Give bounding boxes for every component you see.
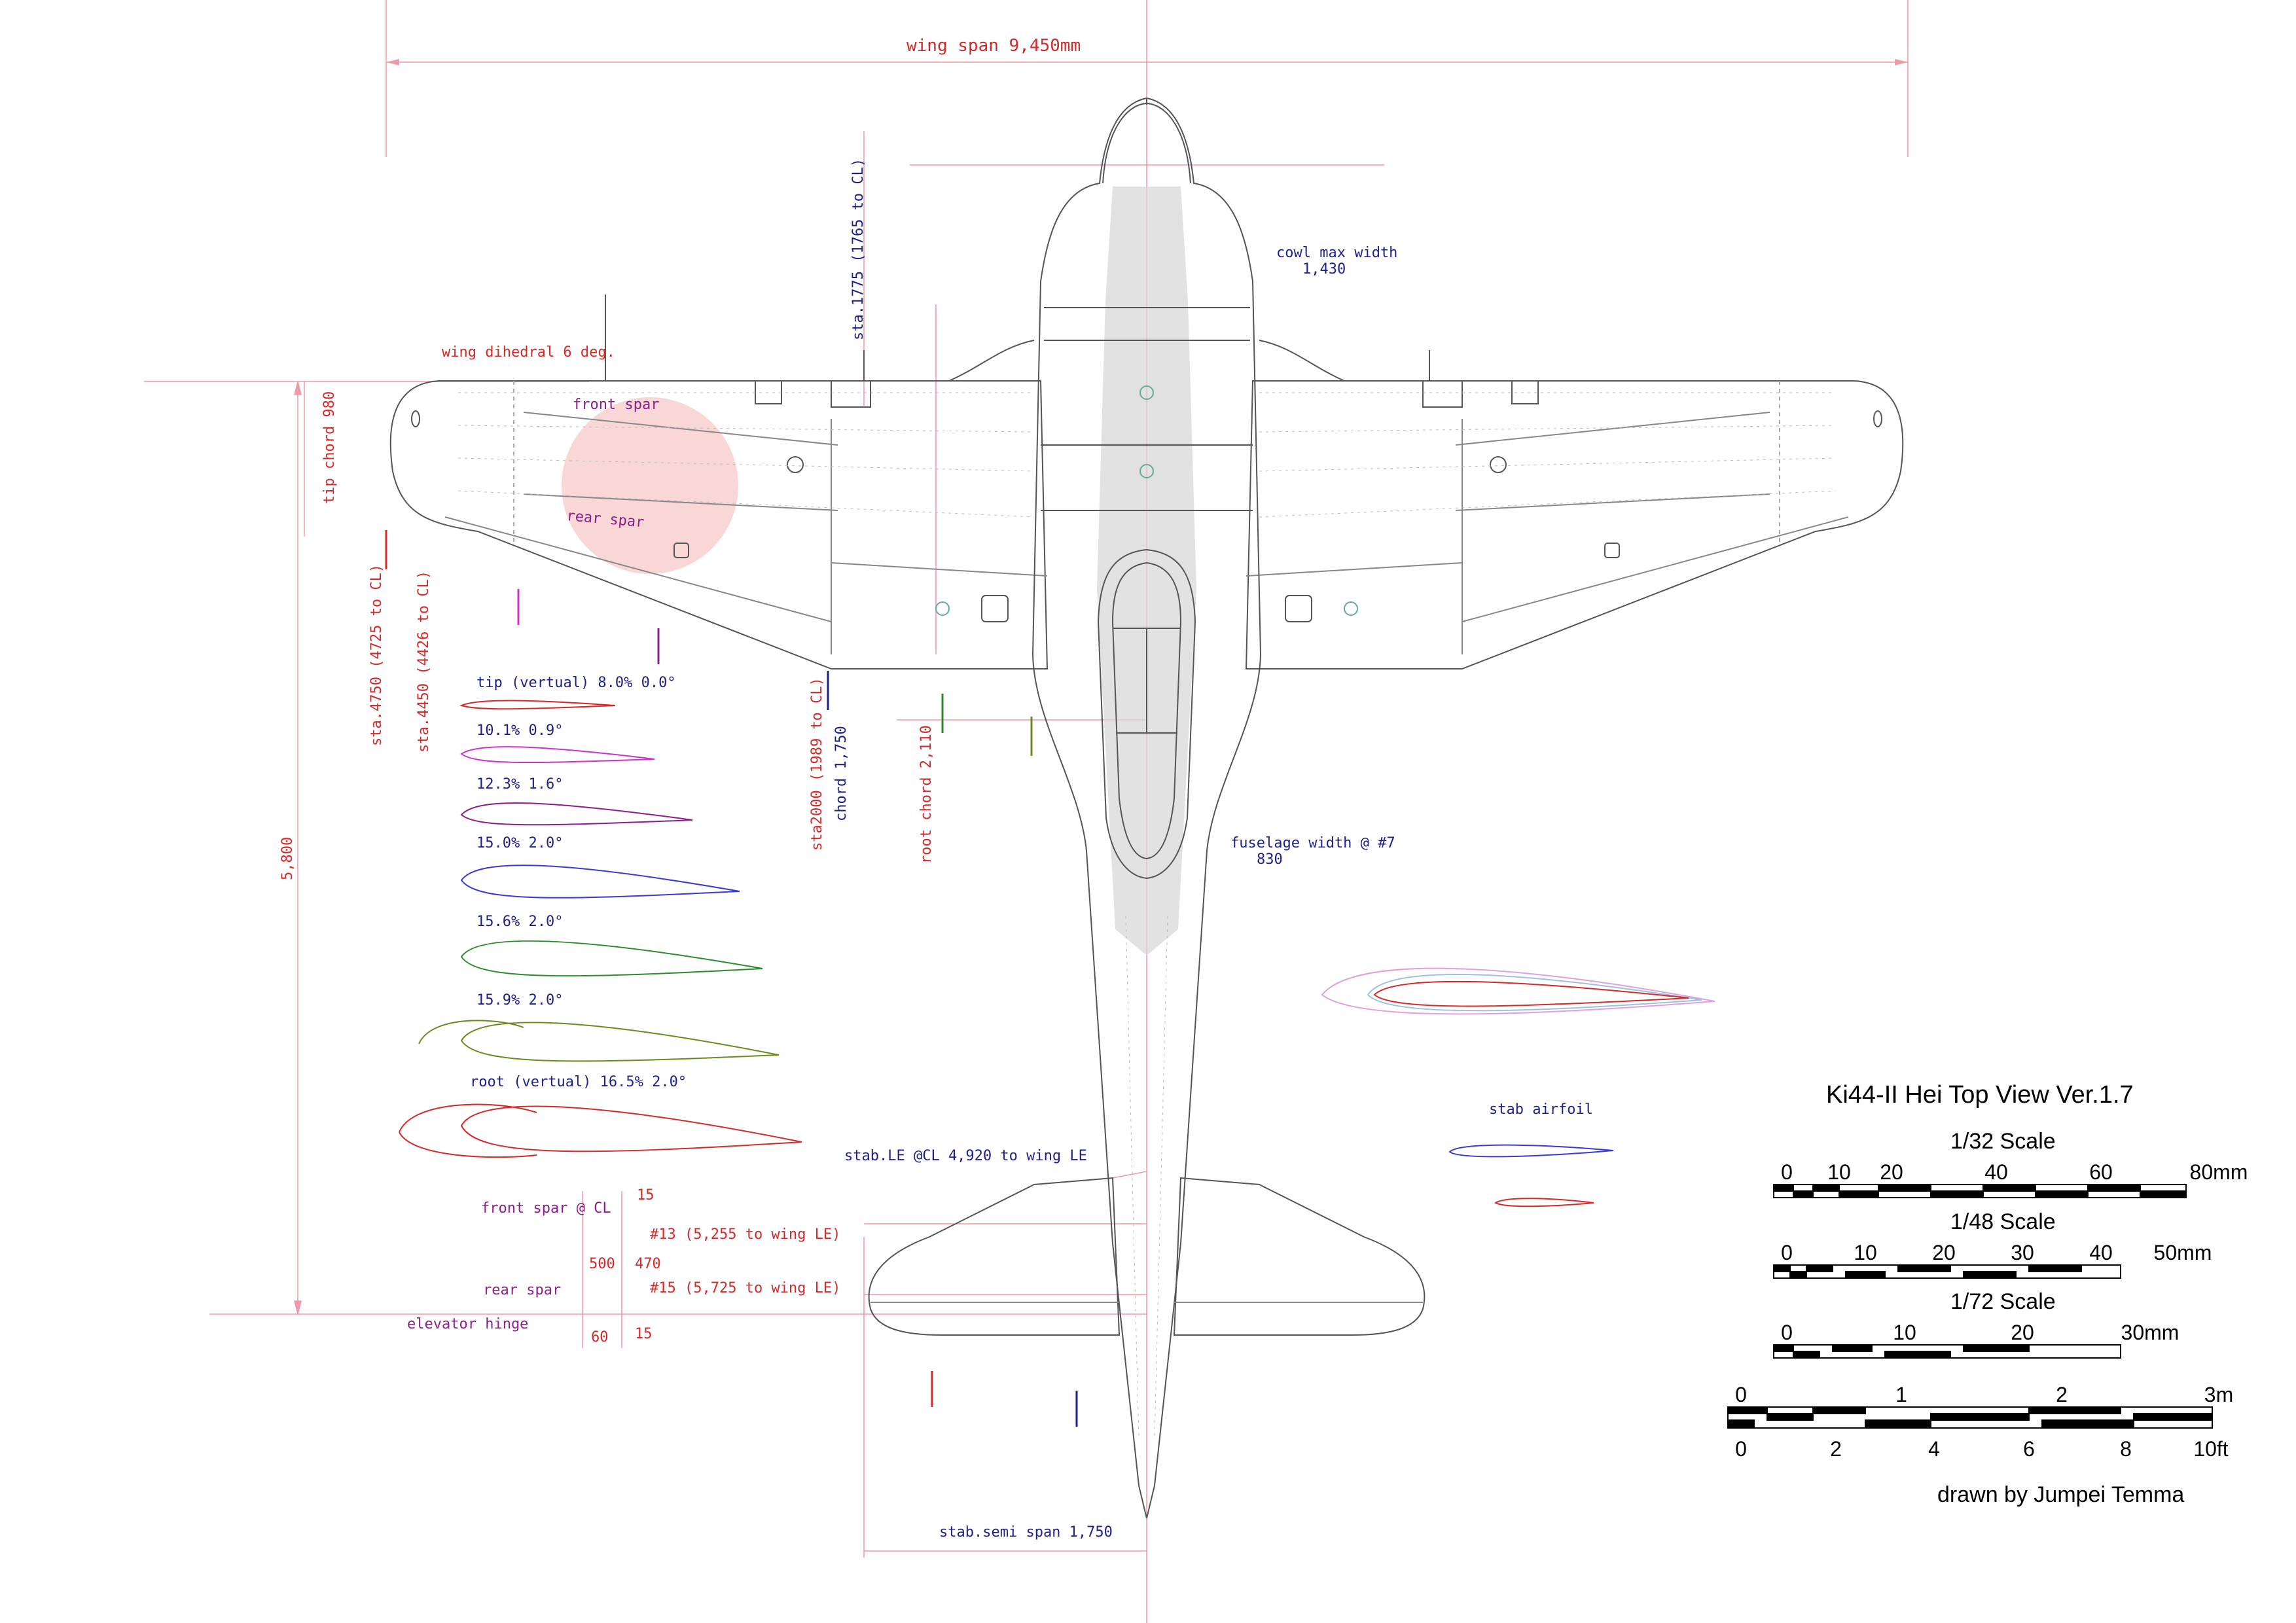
station-markers: [385, 530, 1078, 1427]
airfoil-sections: [399, 700, 1715, 1207]
airfoil-3: [460, 802, 693, 826]
reference-lines: [144, 0, 1909, 1623]
labels: wing span 9,450mm cowl max width 1,430 w…: [279, 36, 1593, 1541]
dim-15-bottom: 15: [635, 1326, 653, 1342]
stab-airfoil-2: [1494, 1198, 1594, 1207]
imperial-tick-0: 0: [1735, 1437, 1747, 1461]
front-spar-label: front spar: [573, 397, 659, 413]
aircraft-plan-view: [389, 97, 1904, 1519]
roundel: [562, 397, 738, 574]
front-spar-cl-label: front spar @ CL: [481, 1200, 611, 1217]
scale-1-32-tick-5: 80mm: [2190, 1160, 2248, 1184]
airfoil-label-6: 15.9% 2.0°: [476, 992, 563, 1008]
metric-tick-2: 2: [2056, 1383, 2068, 1406]
airfoil-label-4: 15.0% 2.0°: [476, 835, 563, 851]
scale-1-48-tick-0: 0: [1781, 1241, 1793, 1264]
tip-chord-label: tip chord 980: [321, 391, 338, 504]
airfoil-2: [460, 746, 655, 764]
airfoil-tip: [459, 700, 616, 710]
fuselage-width-value: 830: [1257, 851, 1283, 868]
scale-1-48-title: 1/48 Scale: [1950, 1209, 2056, 1234]
scale-1-32-tick-3: 40: [1984, 1160, 2008, 1184]
rivet-lines: [457, 392, 1836, 1440]
scale-1-32-tick-2: 20: [1880, 1160, 1903, 1184]
wing-span-label: wing span 9,450mm: [906, 36, 1081, 56]
imperial-tick-5: 10ft: [2193, 1437, 2228, 1461]
metric-tick-3: 3m: [2204, 1383, 2233, 1406]
wing-dihedral-label: wing dihedral 6 deg.: [442, 344, 615, 361]
scale-1-48-tick-5: 50mm: [2154, 1241, 2212, 1264]
cowl-shade: [1097, 187, 1196, 955]
stab-airfoil-1: [1448, 1144, 1614, 1158]
cowl-width-label: cowl max width: [1276, 245, 1397, 261]
airfoil-label-3: 12.3% 1.6°: [476, 776, 563, 793]
imperial-tick-4: 8: [2120, 1437, 2132, 1461]
stab-semi-span-label: stab.semi span 1,750: [939, 1524, 1113, 1541]
airfoil-root: [460, 1105, 802, 1152]
scale-bars: [1727, 1184, 2213, 1429]
drawing-title: Ki44-II Hei Top View Ver.1.7: [1826, 1081, 2134, 1109]
starboard-wing: [1245, 380, 1904, 669]
starboard-stabilizer: [1173, 1177, 1426, 1336]
sta4750-label: sta.4750 (4725 to CL): [368, 564, 385, 746]
dim-470: 470: [635, 1256, 661, 1272]
scale-1-48-tick-4: 40: [2089, 1241, 2113, 1264]
scale-1-72-tick-3: 30mm: [2121, 1321, 2179, 1344]
dim-15-top: 15: [637, 1187, 655, 1204]
canopy: [1097, 548, 1196, 880]
airfoil-4: [460, 865, 740, 899]
scale-1-72-tick-1: 10: [1893, 1321, 1916, 1344]
imperial-tick-2: 4: [1928, 1437, 1940, 1461]
airfoil-5: [460, 940, 763, 977]
span-arrows: [386, 59, 1908, 65]
imperial-tick-3: 6: [2023, 1437, 2035, 1461]
elevator-hinge-label: elevator hinge: [407, 1316, 528, 1332]
height-dimension-line: [294, 381, 302, 1315]
port-stabilizer: [868, 1177, 1121, 1336]
chord1750-label: chord 1,750: [833, 726, 850, 821]
airfoil-label-tip: tip (vertual) 8.0% 0.0°: [476, 675, 676, 691]
port-wing: [389, 380, 1049, 669]
airfoil-6: [460, 1022, 780, 1062]
scale-1-32-title: 1/32 Scale: [1950, 1129, 2056, 1154]
scale-1-48-tick-1: 10: [1854, 1241, 1877, 1264]
fuselage: [1031, 97, 1262, 1519]
credit-label: drawn by Jumpei Temma: [1937, 1482, 2184, 1507]
sta4450-label: sta.4450 (4426 to CL): [416, 571, 432, 753]
scale-1-72-tick-0: 0: [1781, 1321, 1793, 1344]
scale-1-48-tick-2: 20: [1932, 1241, 1956, 1264]
scale-1-48-tick-3: 30: [2011, 1241, 2034, 1264]
metric-tick-0: 0: [1735, 1383, 1747, 1406]
scale-1-32-tick-0: 0: [1781, 1160, 1793, 1184]
metric-tick-1: 1: [1895, 1383, 1907, 1406]
height-5800-label: 5,800: [279, 837, 296, 880]
airfoil-label-5: 15.6% 2.0°: [476, 914, 563, 930]
title-block: Ki44-II Hei Top View Ver.1.7 1/32 Scale …: [1735, 1081, 2248, 1507]
scale-1-32-tick-4: 60: [2089, 1160, 2113, 1184]
dim-60: 60: [591, 1329, 609, 1346]
scale-1-32-tick-1: 10: [1827, 1160, 1851, 1184]
cowl-width-value: 1,430: [1302, 261, 1346, 277]
airfoil-label-root: root (vertual) 16.5% 2.0°: [470, 1074, 687, 1090]
frame-15-label: #15 (5,725 to wing LE): [650, 1280, 840, 1296]
scale-1-72-tick-2: 20: [2011, 1321, 2034, 1344]
dim-500: 500: [589, 1256, 615, 1272]
rear-spar-cl-label: rear spar: [483, 1282, 561, 1298]
imperial-tick-1: 2: [1830, 1437, 1842, 1461]
sta2000-label: sta2000 (1989 to CL): [809, 677, 825, 851]
stab-airfoil-label: stab airfoil: [1489, 1101, 1593, 1118]
frame-13-label: #13 (5,255 to wing LE): [650, 1226, 840, 1243]
sta1775-label: sta.1775 (1765 to CL): [850, 158, 867, 340]
scale-1-72-title: 1/72 Scale: [1950, 1289, 2056, 1314]
root-chord-label: root chord 2,110: [918, 725, 935, 864]
fuselage-width-label: fuselage width @ #7: [1230, 835, 1395, 851]
stab-le-label: stab.LE @CL 4,920 to wing LE: [844, 1148, 1087, 1164]
airfoil-label-2: 10.1% 0.9°: [476, 722, 563, 739]
